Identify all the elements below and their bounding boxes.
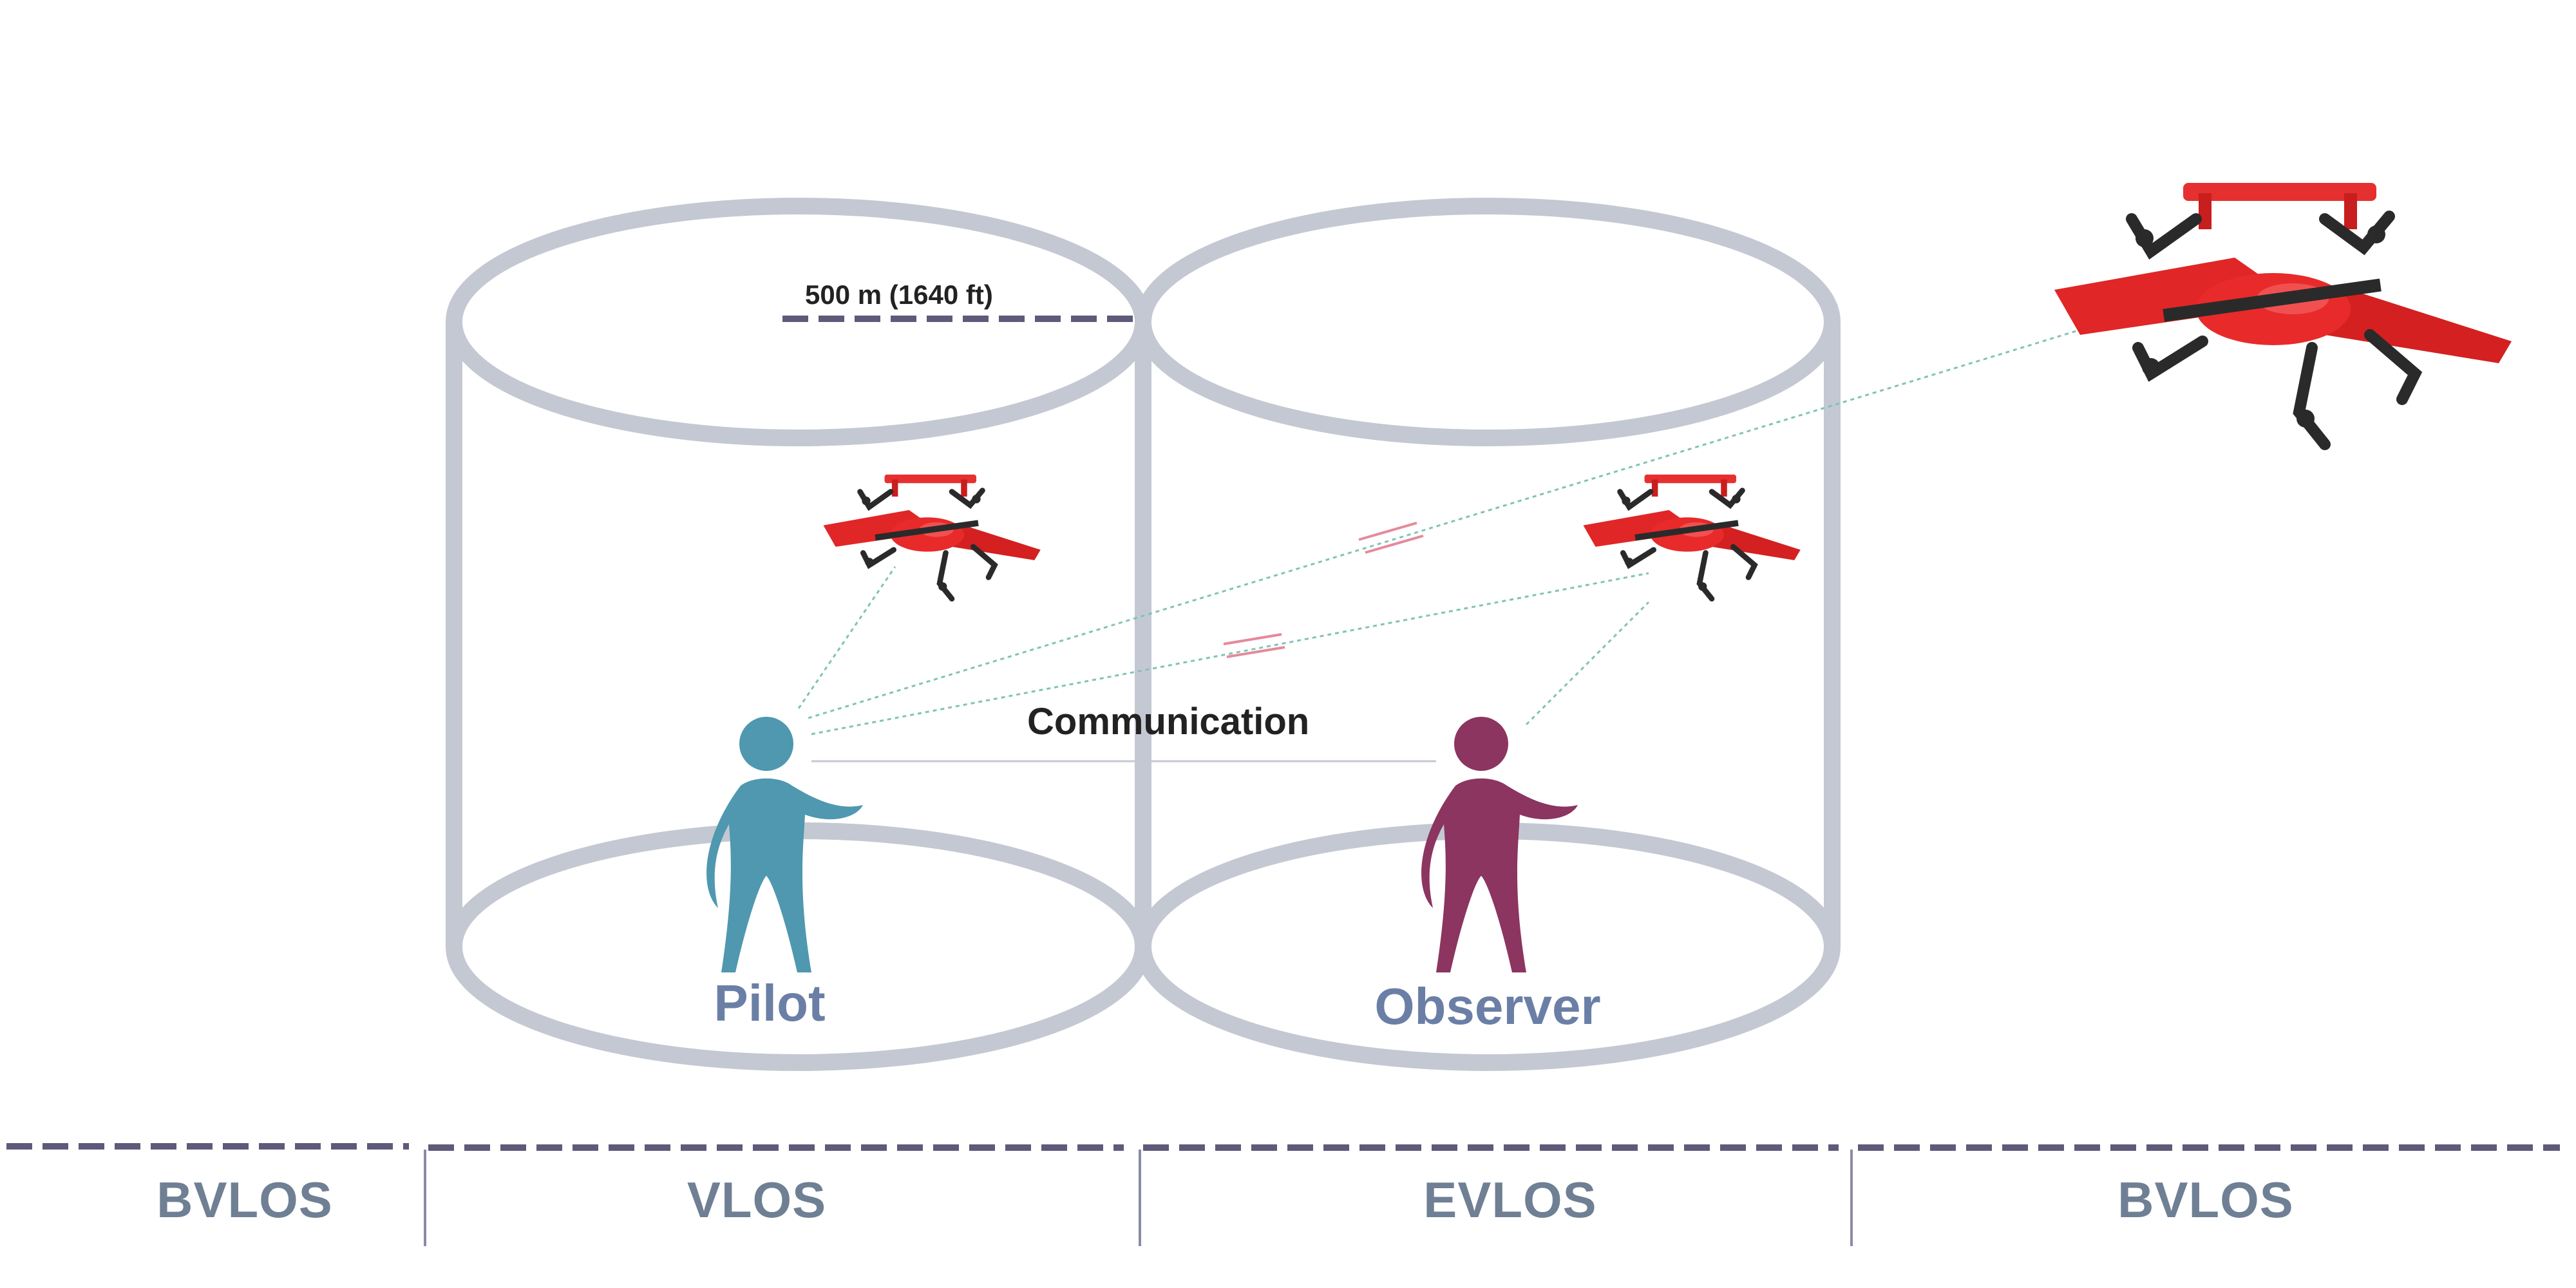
cylinder-evlos (1135, 198, 1841, 1071)
zone-dashes (6, 1143, 2560, 1151)
zone-label-vlos: VLOS (687, 1171, 826, 1228)
communication-label: Communication (1027, 701, 1309, 743)
pilot-label: Pilot (714, 974, 825, 1032)
zone-label-bvlos-right: BVLOS (2117, 1171, 2294, 1228)
distance-label: 500 m (1640 ft) (805, 279, 993, 310)
sight-lines (797, 321, 2107, 735)
blocked-mark-short (1223, 633, 1285, 658)
blocked-mark-long (1358, 522, 1424, 554)
pilot-person-icon (706, 717, 863, 972)
drone-bvlos-icon (2054, 183, 2512, 444)
drone-evlos-icon (1584, 475, 1801, 599)
observer-label: Observer (1374, 978, 1600, 1035)
zone-label-evlos: EVLOS (1423, 1171, 1596, 1228)
zone-separators (424, 1150, 1853, 1246)
drone-vlos-icon (824, 475, 1041, 599)
observer-person-icon (1421, 717, 1578, 972)
zone-label-bvlos-left: BVLOS (156, 1171, 333, 1228)
